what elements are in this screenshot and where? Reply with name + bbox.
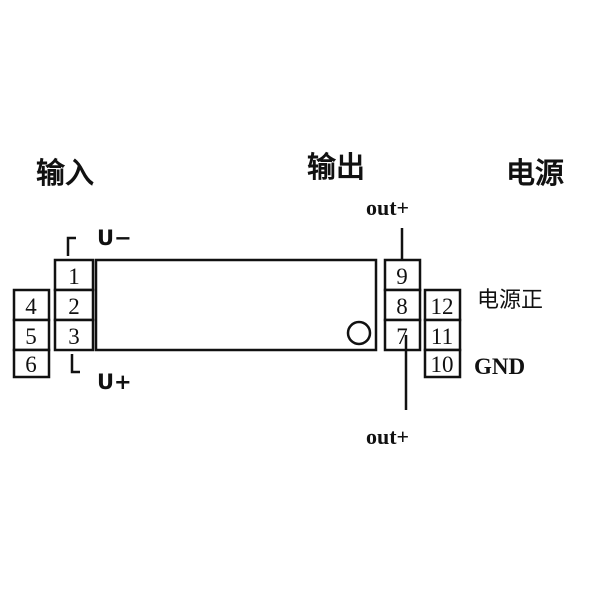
pin-2-label: 2: [68, 294, 80, 319]
pin-6-label: 6: [25, 352, 37, 377]
u-minus-bracket: [66, 236, 76, 256]
pin-7-box: [383, 318, 422, 352]
pin-12-label: 12: [431, 294, 454, 319]
header-output: 输出: [307, 150, 365, 184]
pin-10-box: [423, 348, 462, 379]
pin-7-label: 7: [396, 324, 408, 349]
pin-9-box: [383, 258, 422, 292]
out-bottom-label: out+: [366, 424, 409, 449]
out-top-label: out+: [366, 195, 409, 220]
pin-6-box: [12, 348, 51, 379]
pin-11-label: 11: [431, 324, 453, 349]
pin-1-label: 1: [68, 264, 80, 289]
pin-8-label: 8: [396, 294, 408, 319]
pin-11-box: [423, 318, 462, 352]
pin-8-box: [383, 288, 422, 322]
header-input: 输入: [36, 156, 94, 190]
pin-9-label: 9: [396, 264, 408, 289]
pin-10-label: 10: [431, 352, 454, 377]
u-plus-bracket: [70, 354, 80, 374]
u-minus-label: U−: [97, 226, 132, 250]
pin-3-label: 3: [68, 324, 80, 349]
u-plus-label: U+: [97, 370, 132, 394]
orientation-circle: [346, 320, 372, 346]
header-power: 电源: [506, 156, 564, 190]
pin-3-box: [53, 318, 95, 352]
pin-5-label: 5: [25, 324, 37, 349]
module-body: [94, 258, 378, 352]
gnd-label: GND: [474, 354, 525, 379]
pin-4-label: 4: [25, 294, 37, 319]
pin-4-box: [12, 288, 51, 322]
power-positive-label: 电源正: [477, 288, 543, 313]
